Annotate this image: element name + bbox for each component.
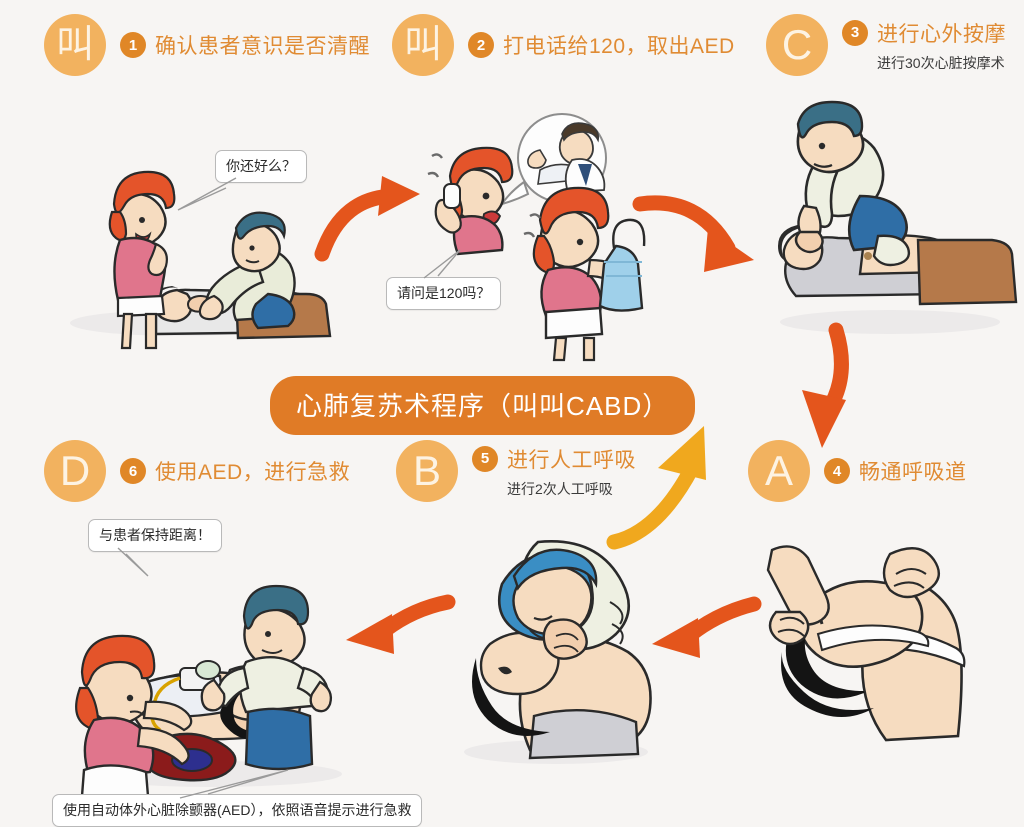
step-1-header: 叫 1 确认患者意识是否清醒 [44, 14, 370, 76]
illustration-check-consciousness [60, 108, 340, 350]
illustration-open-airway [746, 516, 1024, 766]
step-3-subtitle: 进行30次心脏按摩术 [877, 54, 1005, 71]
step-2-title: 打电话给120，取出AED [503, 35, 735, 58]
poster-banner-title: 心肺复苏术程序（叫叫CABD） [270, 376, 696, 435]
step-1-letter-circle: 叫 [44, 14, 106, 76]
step-5-subtitle: 进行2次人工呼吸 [507, 480, 613, 497]
arrow-step3-to-step4 [788, 322, 878, 456]
step-2-header: 叫 2 打电话给120，取出AED [392, 14, 735, 76]
illustration-chest-compression [760, 100, 1024, 340]
step-2-bubble-tail [420, 248, 480, 282]
step-6-letter-circle: D [44, 440, 106, 502]
step-3-header: C 3 进行心外按摩 进行30次心脏按摩术 [766, 14, 1006, 76]
step-5-header: B 5 进行人工呼吸 进行2次人工呼吸 [396, 440, 636, 502]
step-5-number-badge: 5 [472, 445, 498, 472]
step-5-letter-circle: B [396, 440, 458, 502]
arrow-step2-to-step3 [632, 190, 766, 290]
arrow-step5-to-step3 [606, 420, 728, 550]
step-4-number-badge: 4 [824, 458, 850, 484]
step-6-header: D 6 使用AED，进行急救 [44, 440, 350, 502]
step-1-title: 确认患者意识是否清醒 [155, 35, 370, 58]
step-4-letter-circle: A [748, 440, 810, 502]
step-2-speech-bubble: 请问是120吗？ [386, 277, 502, 310]
arrow-step4-to-step5 [650, 596, 762, 666]
step-6-number-badge: 6 [120, 458, 146, 484]
step-5-title: 进行人工呼吸 [507, 448, 636, 472]
step-3-number-badge: 3 [842, 19, 868, 46]
step-1-number-badge: 1 [120, 32, 146, 58]
step-3-title: 进行心外按摩 [877, 22, 1006, 46]
step-4-title: 畅通呼吸道 [859, 461, 967, 484]
step-1-speech-bubble: 你还好么？ [215, 150, 307, 183]
illustration-rescue-breathing [438, 540, 688, 770]
illustration-use-aed [62, 512, 372, 803]
step-4-header: A 4 畅通呼吸道 [748, 440, 967, 502]
step-2-letter-circle: 叫 [392, 14, 454, 76]
step-6-speech-bubble: 与患者保持距离！ [88, 519, 222, 552]
step-3-letter-circle: C [766, 14, 828, 76]
step-1-bubble-tail [172, 176, 242, 214]
step-6-bubble-tail [112, 546, 168, 580]
illustration-call-120-get-aed [420, 110, 690, 362]
arrow-step5-to-step6 [344, 592, 456, 662]
step-2-number-badge: 2 [468, 32, 494, 58]
step-6-title: 使用AED，进行急救 [155, 461, 351, 484]
bottom-caption: 使用自动体外心脏除颤器(AED），依照语音提示进行急救 [52, 794, 423, 827]
bottom-caption-tail [178, 768, 298, 802]
arrow-step1-to-step2 [314, 176, 426, 266]
